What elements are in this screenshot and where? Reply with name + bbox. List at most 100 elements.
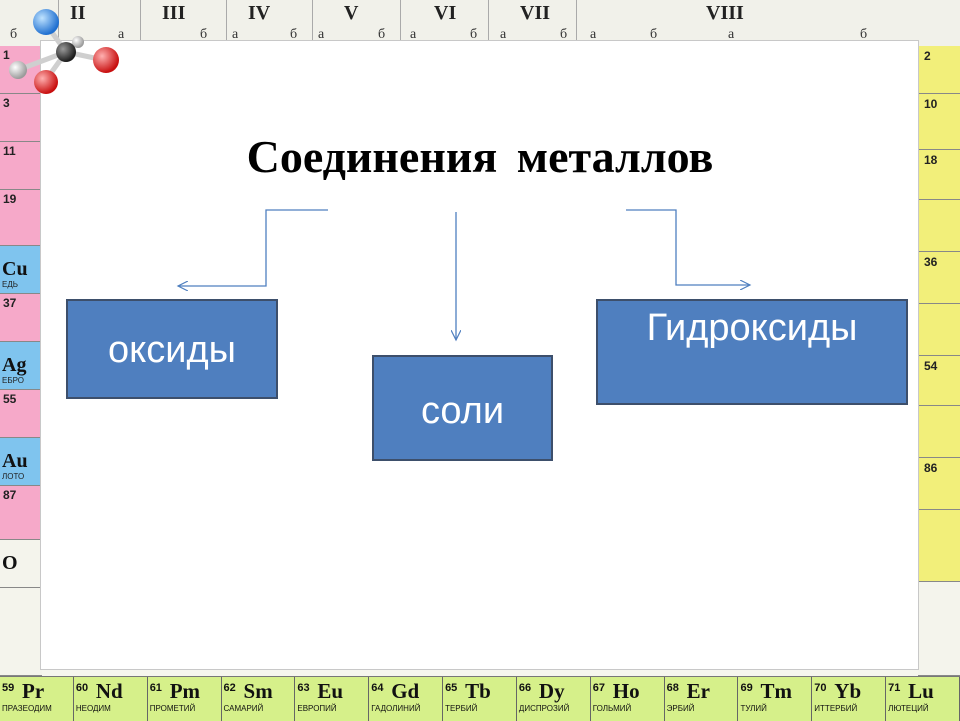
atomic-number: 71 bbox=[888, 682, 901, 694]
atomic-number: 3 bbox=[3, 96, 10, 110]
periodic-table-right-column: 2 10 18 36 54 86 bbox=[918, 46, 960, 676]
element-name: ПРОМЕТИЙ bbox=[149, 704, 196, 713]
element-cell: 19 bbox=[0, 190, 42, 246]
atomic-number: 60 bbox=[75, 682, 89, 694]
atomic-number: 1 bbox=[3, 48, 10, 62]
element-symbol: Ho bbox=[612, 679, 640, 703]
element-symbol: Yb bbox=[834, 679, 862, 703]
subgroup-label: а bbox=[318, 27, 325, 42]
element-symbol: Gd bbox=[391, 679, 420, 703]
element-symbol: Eu bbox=[317, 679, 344, 703]
group-label: VIII bbox=[706, 2, 744, 24]
element-name: ДИСПРОЗИЙ bbox=[518, 704, 570, 713]
subgroup-label: а bbox=[500, 27, 507, 42]
element-name: ЕДЬ bbox=[2, 280, 19, 289]
element-cell: 86 bbox=[918, 458, 960, 510]
element-symbol: Cu bbox=[2, 258, 28, 280]
atomic-number: 61 bbox=[149, 682, 162, 694]
molecule-icon bbox=[9, 9, 119, 94]
connector-to-oxides bbox=[178, 209, 328, 286]
element-cell bbox=[0, 588, 42, 676]
group-label: II bbox=[70, 2, 86, 24]
element-name: ТУЛИЙ bbox=[740, 704, 767, 713]
group-label: V bbox=[344, 2, 359, 24]
subgroup-label: б bbox=[200, 27, 208, 42]
grid-line bbox=[488, 0, 489, 46]
element-symbol: О bbox=[2, 552, 18, 574]
element-name: ЕВРОПИЙ bbox=[297, 704, 337, 713]
connector-to-hydroxides bbox=[626, 209, 750, 285]
atomic-number: 69 bbox=[740, 682, 753, 694]
group-label: IV bbox=[248, 2, 271, 24]
subgroup-label: б bbox=[560, 27, 568, 42]
element-name: ТЕРБИЙ bbox=[445, 704, 478, 713]
element-name: ИТТЕРБИЙ bbox=[814, 704, 858, 713]
element-cell bbox=[918, 200, 960, 252]
element-cell: 87 bbox=[0, 486, 42, 540]
element-name: НЕОДИМ bbox=[75, 704, 111, 713]
element-cell: 3 bbox=[0, 94, 42, 142]
element-symbol: Tb bbox=[465, 679, 491, 703]
hydroxides-box[interactable]: Гидроксиды bbox=[596, 299, 908, 405]
subgroup-label: а bbox=[590, 27, 597, 42]
atomic-number: 86 bbox=[924, 461, 938, 475]
element-cell: 2 bbox=[918, 46, 960, 94]
element-symbol: Pm bbox=[169, 679, 201, 703]
atomic-number: 55 bbox=[3, 392, 17, 406]
element-cell bbox=[918, 582, 960, 676]
element-symbol: Sm bbox=[243, 679, 273, 703]
atomic-number: 54 bbox=[924, 359, 938, 373]
element-name: ЭРБИЙ bbox=[666, 704, 695, 713]
grid-line bbox=[226, 0, 227, 46]
element-cell: 37 bbox=[0, 294, 42, 342]
subgroup-label: а bbox=[118, 27, 125, 42]
element-cell: 18 bbox=[918, 150, 960, 200]
grid-line bbox=[576, 0, 577, 46]
group-label: III bbox=[162, 2, 186, 24]
atomic-number: 2 bbox=[924, 49, 931, 63]
element-name: ЕБРО bbox=[2, 376, 24, 385]
element-name: ЛЮТЕЦИЙ bbox=[888, 704, 929, 713]
atomic-number: 18 bbox=[924, 153, 938, 167]
atomic-number: 59 bbox=[2, 682, 15, 694]
element-name: ПРАЗЕОДИМ bbox=[2, 704, 52, 713]
subgroup-label: а bbox=[232, 27, 239, 42]
element-cell: 11 bbox=[0, 142, 42, 190]
element-symbol: Er bbox=[686, 679, 710, 703]
grid-line bbox=[400, 0, 401, 46]
atomic-number: 10 bbox=[924, 97, 938, 111]
atomic-number: 87 bbox=[3, 488, 17, 502]
atomic-number: 70 bbox=[814, 682, 827, 694]
atomic-number: 67 bbox=[592, 682, 606, 694]
subgroup-label: б bbox=[378, 27, 386, 42]
subgroup-label: б bbox=[470, 27, 478, 42]
atomic-number: 36 bbox=[924, 255, 938, 269]
subgroup-label: а bbox=[410, 27, 417, 42]
element-name: ГАДОЛИНИЙ bbox=[371, 704, 421, 713]
element-cell: 55 bbox=[0, 390, 42, 438]
element-cell: О bbox=[0, 540, 42, 588]
element-cell: 36 bbox=[918, 252, 960, 304]
atomic-number: 19 bbox=[3, 192, 17, 206]
atomic-number: 63 bbox=[297, 682, 310, 694]
oxides-box[interactable]: оксиды bbox=[66, 299, 278, 399]
element-symbol: Au bbox=[2, 450, 28, 472]
subgroup-label: б bbox=[10, 27, 18, 42]
salts-box[interactable]: соли bbox=[372, 355, 553, 461]
element-cell: 54 bbox=[918, 356, 960, 406]
